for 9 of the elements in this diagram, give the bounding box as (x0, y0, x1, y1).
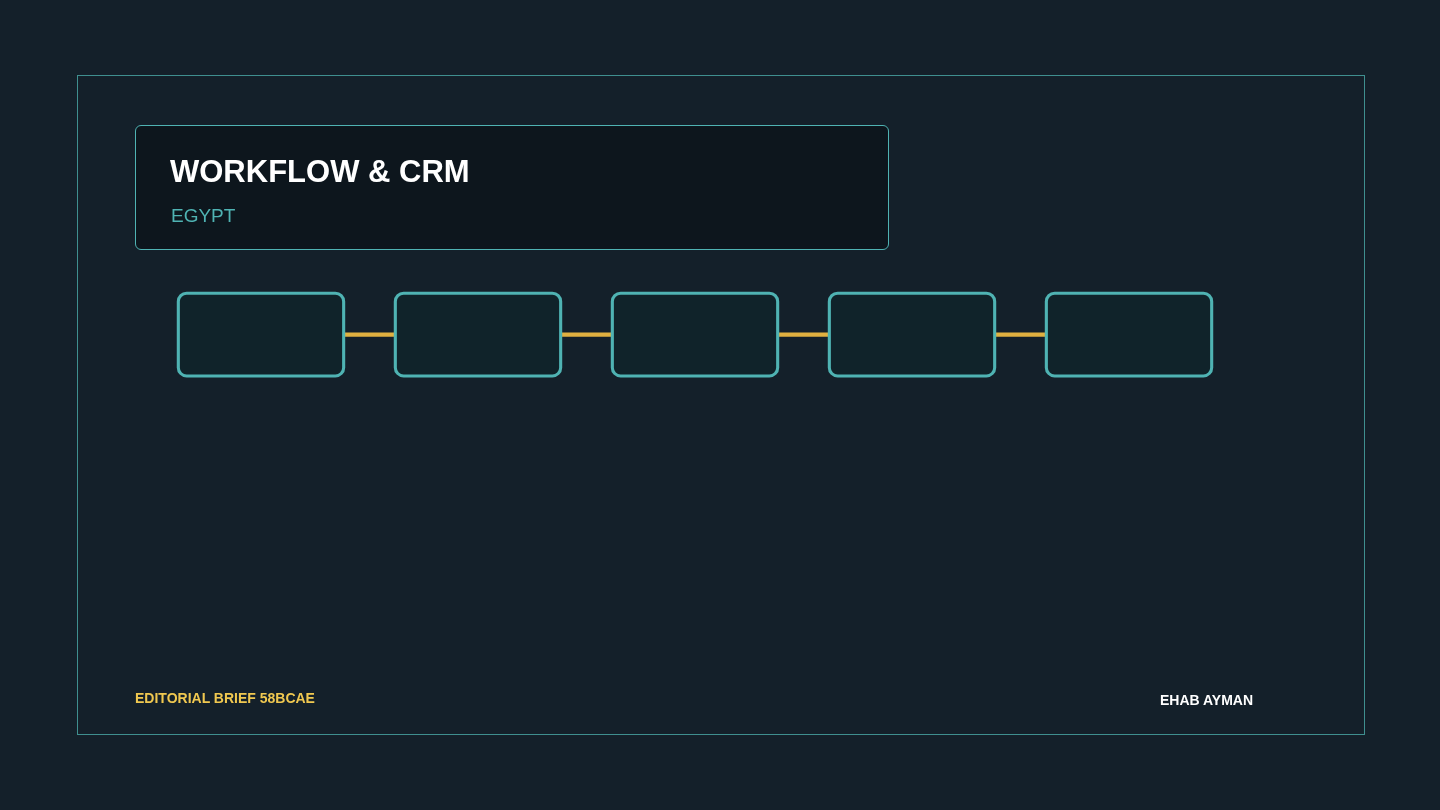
author-name: EHAB AYMAN (1160, 692, 1254, 708)
title: WORKFLOW & CRM (170, 154, 470, 190)
node-box (610, 292, 780, 378)
node-box (827, 292, 997, 378)
footer-note: EDITORIAL BRIEF 58BCAE (135, 690, 315, 706)
subtitle: EGYPT (171, 205, 236, 227)
node-box (1044, 292, 1214, 378)
node-box (393, 292, 563, 378)
node-box (176, 292, 346, 378)
